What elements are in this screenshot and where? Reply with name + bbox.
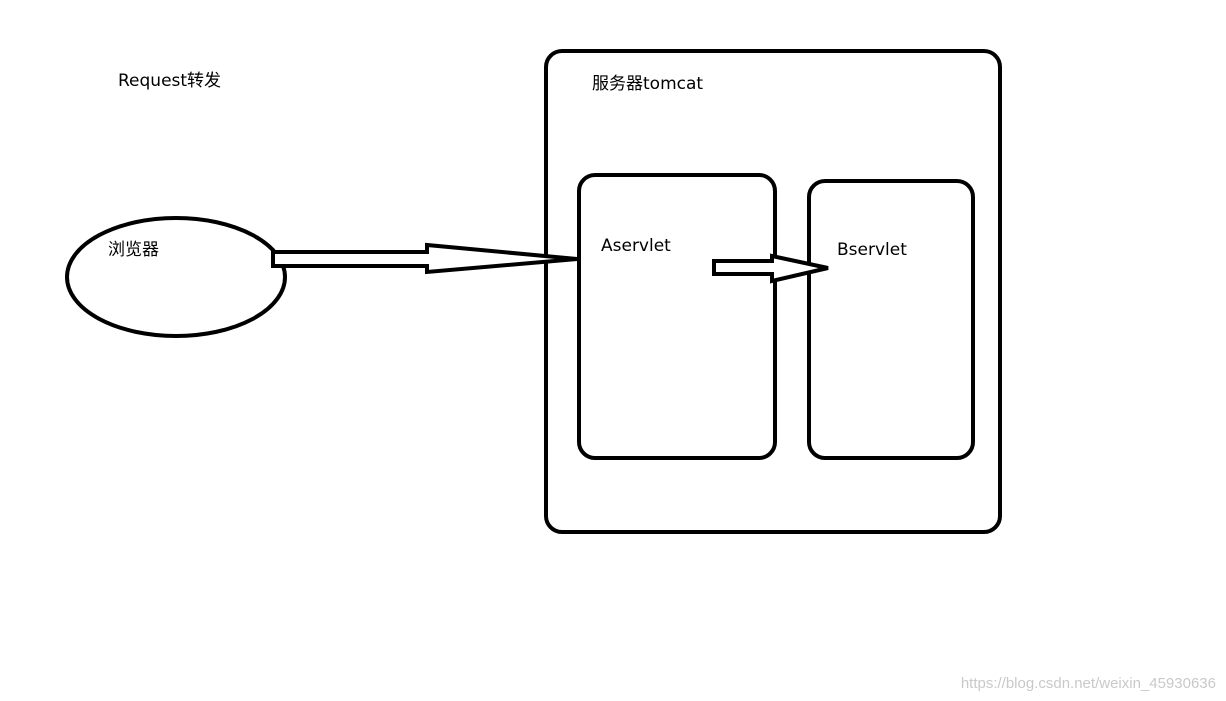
watermark-text: https://blog.csdn.net/weixin_45930636 — [961, 675, 1216, 692]
servlet-b-box — [807, 179, 975, 460]
diagram-title: Request转发 — [118, 71, 221, 91]
request-arrow — [271, 242, 578, 275]
servlet-a-box — [577, 173, 777, 460]
servlet-b-label: Bservlet — [837, 240, 907, 260]
servlet-a-label: Aservlet — [601, 236, 671, 256]
server-label: 服务器tomcat — [592, 74, 703, 94]
browser-node — [65, 216, 287, 338]
browser-label: 浏览器 — [108, 240, 159, 260]
forward-arrow — [712, 253, 829, 284]
server-container — [544, 49, 1002, 534]
